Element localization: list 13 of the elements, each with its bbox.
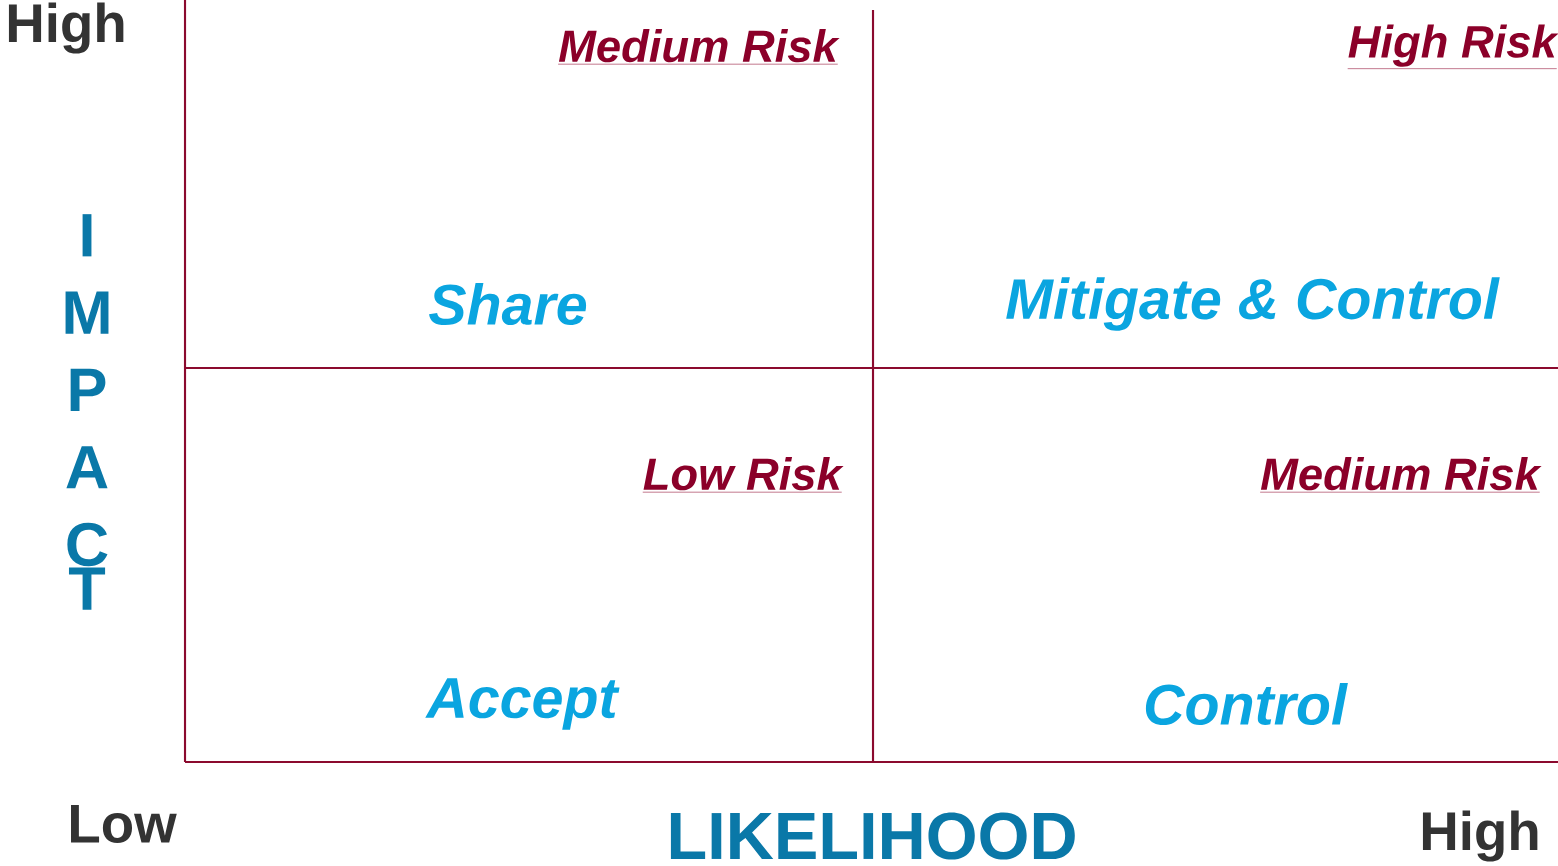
risk-level-label: Low Risk bbox=[642, 457, 844, 493]
axis-end-label: High bbox=[8, 2, 124, 54]
axis-title: LIKELIHOOD bbox=[670, 812, 1075, 860]
response-label: Mitigate & Control bbox=[1006, 277, 1500, 331]
axis-title: IMPACT bbox=[65, 214, 109, 610]
axis-end-label: High bbox=[1422, 810, 1538, 862]
axis-end-label: Low bbox=[71, 804, 177, 844]
risk-level-label: High Risk bbox=[1347, 24, 1558, 69]
response-label: Share bbox=[429, 282, 587, 326]
risk-level-label: Medium Risk bbox=[1259, 457, 1542, 493]
response-label: Control bbox=[1145, 682, 1348, 726]
risk-level-label: Medium Risk bbox=[557, 29, 840, 65]
response-label: Accept bbox=[425, 678, 620, 730]
